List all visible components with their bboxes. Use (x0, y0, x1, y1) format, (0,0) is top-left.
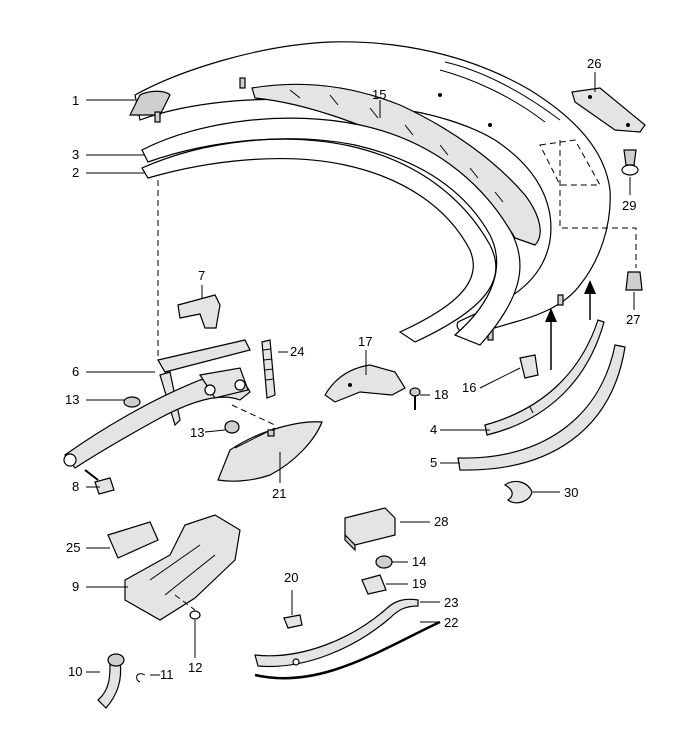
callout-9: 9 (72, 579, 79, 594)
callout-21: 21 (272, 486, 286, 501)
clip-20 (283, 614, 303, 629)
hardtop-shell (129, 41, 611, 341)
callout-5: 5 (430, 455, 437, 470)
callout-1: 1 (72, 93, 79, 108)
callout-28: 28 (434, 514, 448, 529)
side-seal-5 (457, 344, 626, 471)
clip-30 (503, 480, 533, 504)
spring-24 (261, 339, 276, 399)
callout-14: 14 (412, 554, 426, 569)
bump-stop-27 (625, 271, 643, 291)
side-seal-4 (484, 319, 605, 436)
leader-lines (86, 72, 635, 676)
callout-11: 11 (160, 667, 174, 682)
nut-14 (375, 555, 393, 569)
housing-9 (124, 514, 241, 621)
callout-16: 16 (462, 380, 476, 395)
bracket-26 (571, 87, 646, 133)
weatherstrip-3 (141, 117, 521, 346)
callout-19: 19 (412, 576, 426, 591)
bracket-17 (324, 364, 406, 403)
cover-21 (217, 421, 323, 482)
bolt-18 (409, 387, 421, 410)
callout-24: 24 (290, 344, 304, 359)
weatherstrip-2 (141, 138, 497, 343)
seal-strip-15 (251, 83, 541, 246)
nut-13a (123, 396, 141, 408)
arrow-up-1 (545, 308, 557, 370)
relay-28 (344, 507, 396, 552)
callout-23: 23 (444, 595, 458, 610)
callout-13b: 13 (190, 425, 204, 440)
callout-13a: 13 (65, 392, 79, 407)
clip-19 (361, 574, 387, 595)
screw-29 (621, 149, 639, 176)
callout-18: 18 (434, 387, 448, 402)
cable-22 (254, 598, 441, 680)
callout-26: 26 (587, 56, 601, 71)
screw-12 (189, 610, 201, 620)
hinge-mechanism-6 (63, 339, 251, 469)
clip-11 (136, 673, 146, 683)
callout-17: 17 (358, 334, 372, 349)
cover-25 (107, 521, 159, 559)
callouts: 1 2 3 4 5 6 7 8 9 10 11 12 13 13 14 15 1… (65, 56, 640, 682)
cable-10 (97, 653, 125, 709)
callout-3: 3 (72, 147, 79, 162)
callout-30: 30 (564, 485, 578, 500)
bolt-8 (84, 469, 115, 495)
callout-7: 7 (198, 268, 205, 283)
callout-4: 4 (430, 422, 437, 437)
cover-7 (177, 294, 221, 329)
callout-8: 8 (72, 479, 79, 494)
nut-13b (224, 420, 240, 434)
callout-25: 25 (66, 540, 80, 555)
callout-6: 6 (72, 364, 79, 379)
callout-12: 12 (188, 660, 202, 675)
callout-29: 29 (622, 198, 636, 213)
callout-20: 20 (284, 570, 298, 585)
callout-15: 15 (372, 87, 386, 102)
arrow-up-2 (584, 280, 596, 320)
clip-16 (519, 354, 539, 379)
callout-27: 27 (626, 312, 640, 327)
callout-2: 2 (72, 165, 79, 180)
callout-10: 10 (68, 664, 82, 679)
callout-22: 22 (444, 615, 458, 630)
